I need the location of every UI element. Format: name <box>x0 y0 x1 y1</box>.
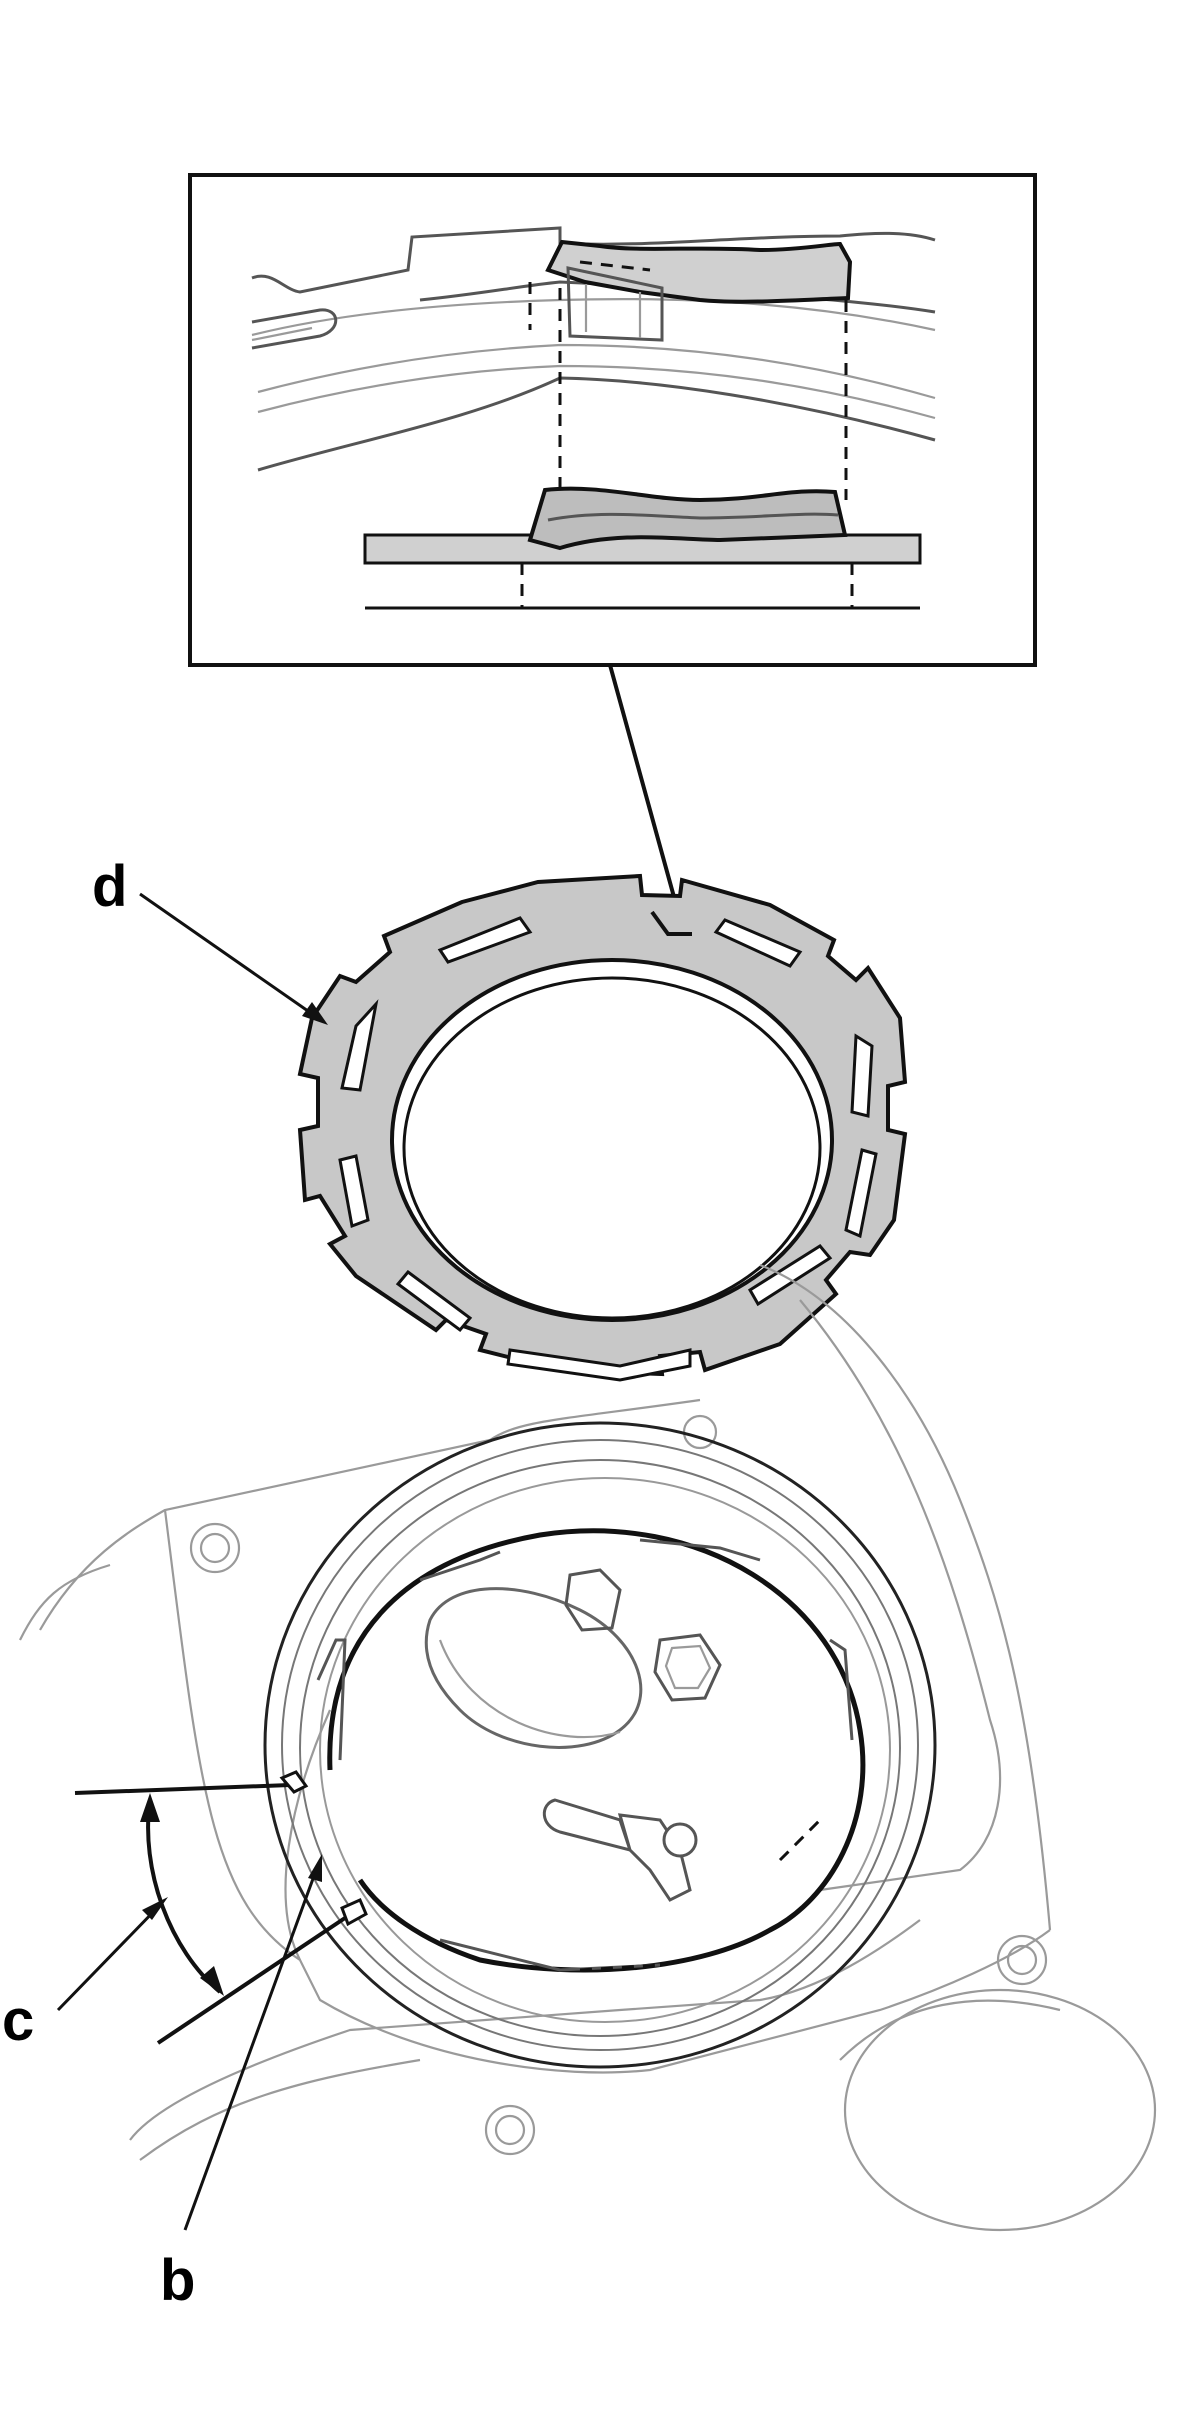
projection-line-left <box>528 282 562 500</box>
callout-label-d: d <box>92 854 127 919</box>
index-mark-lower <box>340 1898 368 1927</box>
pump-connector-2 <box>653 1633 722 1702</box>
reference-line-upper <box>74 1783 291 1795</box>
alignment-mark-lines <box>74 1770 368 2045</box>
opening-rim-4 <box>319 1477 891 2023</box>
leader-b-arrowhead <box>308 1854 322 1882</box>
inset-flange-edge <box>251 226 936 294</box>
tank-outline-upper <box>163 1509 1051 2074</box>
ring-slot-4 <box>850 1033 874 1118</box>
locking-nut-bore-inner <box>402 976 822 1320</box>
leader-c <box>56 1903 162 2012</box>
inset-slot-inner <box>251 326 313 342</box>
pump-fitting-cap <box>662 1822 698 1858</box>
section-tab-inner <box>547 512 839 522</box>
angle-arrow-bottom <box>200 1966 224 1996</box>
inset-tab-recess <box>566 266 664 342</box>
pump-connector-2-inner <box>664 1644 712 1690</box>
ring-slot-2 <box>713 918 803 968</box>
pump-module-circle <box>843 1988 1157 2232</box>
pump-float-oval <box>424 1587 643 1749</box>
flange-tab-bottom-dash <box>579 1963 661 1972</box>
section-plate <box>363 533 922 565</box>
leader-lines <box>56 892 328 2231</box>
tank-body-lower-2 <box>139 2058 421 2161</box>
tank-body-lower <box>129 1919 921 2141</box>
opening-rim-2 <box>281 1439 919 2051</box>
leader-b <box>183 1864 320 2231</box>
pump-connector-1 <box>564 1568 622 1632</box>
tank-body-right <box>799 1299 1002 1892</box>
ring-slot-7 <box>395 1269 473 1333</box>
bolt-boss-top <box>682 1414 718 1450</box>
pump-flange-edge <box>327 1528 866 1973</box>
fuel-pump-opening <box>263 1421 937 2069</box>
tank-outline-right <box>759 1263 1052 1931</box>
projection-line-top <box>579 260 651 272</box>
ring-slot-5 <box>338 1154 370 1229</box>
leader-d <box>139 892 319 1020</box>
leader-d-arrowhead <box>302 1002 328 1025</box>
reference-line-lower <box>156 1916 347 2045</box>
flange-tab-left <box>316 1638 347 1761</box>
ring-slot-3 <box>340 999 379 1092</box>
detail-inset <box>188 173 1037 667</box>
locking-nut-ring <box>297 873 908 1382</box>
inset-flange-line-3 <box>257 343 936 400</box>
opening-rim-3 <box>299 1459 901 2037</box>
inset-tab-top <box>545 239 853 304</box>
tank-inner-curve <box>284 1709 332 1961</box>
leader-c-arrowhead <box>142 1897 168 1920</box>
pump-module-edge <box>839 1999 1061 2061</box>
opening-outer-rim <box>263 1421 937 2069</box>
angle-arc <box>146 1799 222 1994</box>
angle-arrow-top <box>140 1793 160 1822</box>
ring-slot-1 <box>437 916 533 964</box>
flange-tab-top-right <box>639 1538 761 1562</box>
callout-label-c: c <box>2 1988 34 2053</box>
tank-left-wall <box>19 1563 111 1641</box>
pump-fitting <box>617 1813 692 1902</box>
callout-label-b: b <box>160 2248 195 2313</box>
bolt-boss-upper-left <box>189 1522 241 1574</box>
bolt-boss-lower <box>484 2104 536 2156</box>
inset-slot <box>251 308 338 350</box>
fuel-tank-flange <box>19 1263 1157 2232</box>
ring-slot-8 <box>747 1244 833 1307</box>
flange-tab-top-left <box>419 1550 501 1582</box>
ring-slot-6 <box>844 1148 878 1239</box>
ring-notch-top <box>650 910 692 936</box>
bolt-boss-right <box>996 1934 1048 1986</box>
flange-tab-right <box>829 1638 854 1741</box>
inset-tab-recess-inner <box>584 284 642 338</box>
pump-float-shadow <box>438 1639 621 1739</box>
ring-slot-9 <box>506 1348 692 1382</box>
flange-tab-right-dash <box>778 1818 822 1862</box>
pump-pipe <box>542 1798 633 1853</box>
inset-flange-line-4 <box>257 364 936 420</box>
index-mark-upper <box>279 1770 309 1794</box>
